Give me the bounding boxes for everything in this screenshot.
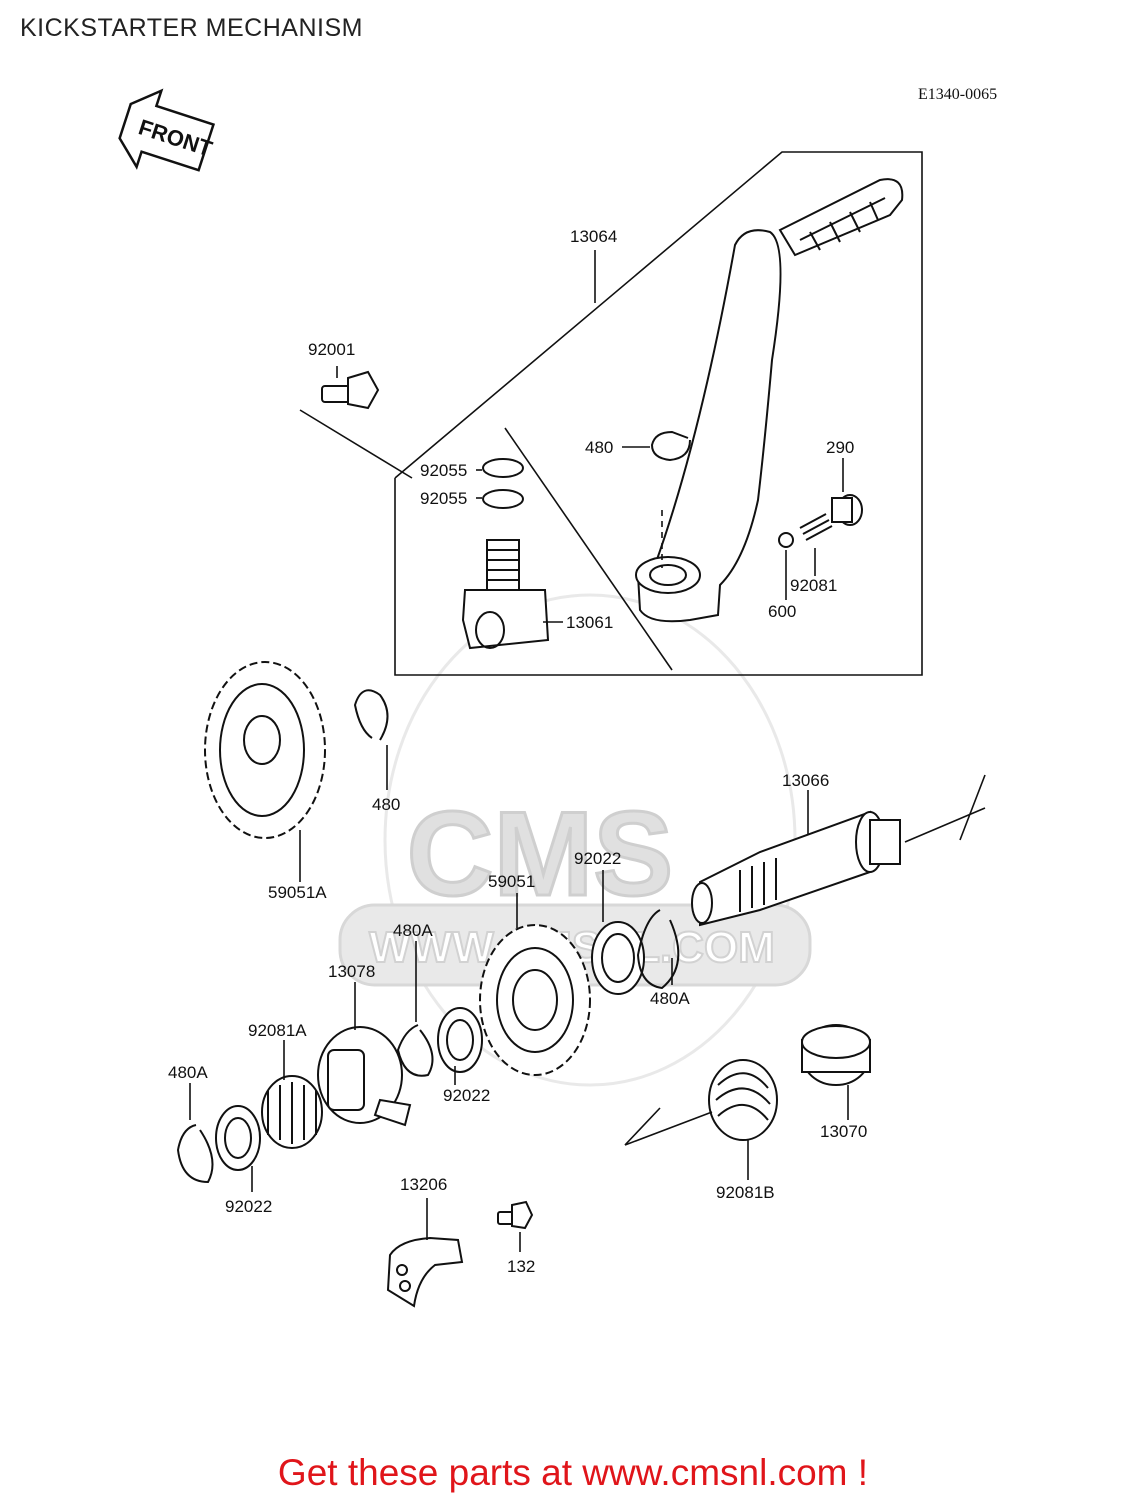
part-label-92055-a[interactable]: 92055 <box>420 461 467 480</box>
ratchet-13078-part <box>317 982 412 1127</box>
spring-92081b-part <box>624 1059 778 1180</box>
part-label-13064[interactable]: 13064 <box>570 227 617 246</box>
part-label-92081a[interactable]: 92081A <box>248 1021 307 1040</box>
part-label-480a-mid[interactable]: 480A <box>393 921 433 940</box>
gear-59051-part <box>479 893 591 1076</box>
diagram-code: E1340-0065 <box>918 86 998 103</box>
shaft-13066-part <box>691 774 986 927</box>
part-label-92022-lower[interactable]: 92022 <box>225 1197 272 1216</box>
part-label-13066[interactable]: 13066 <box>782 771 829 790</box>
front-arrow-icon: FRONT <box>118 88 216 172</box>
part-label-480-pedal[interactable]: 480 <box>585 438 613 457</box>
part-label-13070[interactable]: 13070 <box>820 1122 867 1141</box>
part-label-92022-upper[interactable]: 92022 <box>574 849 621 868</box>
part-label-13206[interactable]: 13206 <box>400 1175 447 1194</box>
boss-13061-part <box>461 427 673 671</box>
part-label-92081b[interactable]: 92081B <box>716 1183 775 1202</box>
plate-13206-part <box>386 1198 464 1308</box>
part-label-290[interactable]: 290 <box>826 438 854 457</box>
bolt-92001-part <box>299 370 413 479</box>
part-label-480-gear[interactable]: 480 <box>372 795 400 814</box>
part-label-13061[interactable]: 13061 <box>566 613 613 632</box>
spring-92081a-part <box>261 1040 323 1149</box>
circlip-480-part <box>650 430 691 462</box>
page-title: KICKSTARTER MECHANISM <box>20 14 363 42</box>
part-label-92081[interactable]: 92081 <box>790 576 837 595</box>
part-label-480a-right[interactable]: 480A <box>650 989 690 1008</box>
part-label-92055-b[interactable]: 92055 <box>420 489 467 508</box>
watermark-logo-text: CMS <box>407 787 674 921</box>
exploded-parts-diagram: CMS WWW.CMSNL.COM FRONT <box>118 88 986 1308</box>
part-label-480a-left[interactable]: 480A <box>168 1063 208 1082</box>
part-label-132[interactable]: 132 <box>507 1257 535 1276</box>
part-label-92001[interactable]: 92001 <box>308 340 355 359</box>
part-label-92022-mid[interactable]: 92022 <box>443 1086 490 1105</box>
bolt-132-part <box>497 1200 534 1252</box>
footer-promo-link[interactable]: Get these parts at www.cmsnl.com ! <box>277 1452 869 1493</box>
kick-pedal-part <box>635 178 904 623</box>
part-label-600[interactable]: 600 <box>768 602 796 621</box>
gear-59051a-part <box>204 661 326 882</box>
guide-13070-part <box>801 1024 871 1120</box>
part-label-59051[interactable]: 59051 <box>488 872 535 891</box>
part-label-59051a[interactable]: 59051A <box>268 883 327 902</box>
part-label-13078[interactable]: 13078 <box>328 962 375 981</box>
